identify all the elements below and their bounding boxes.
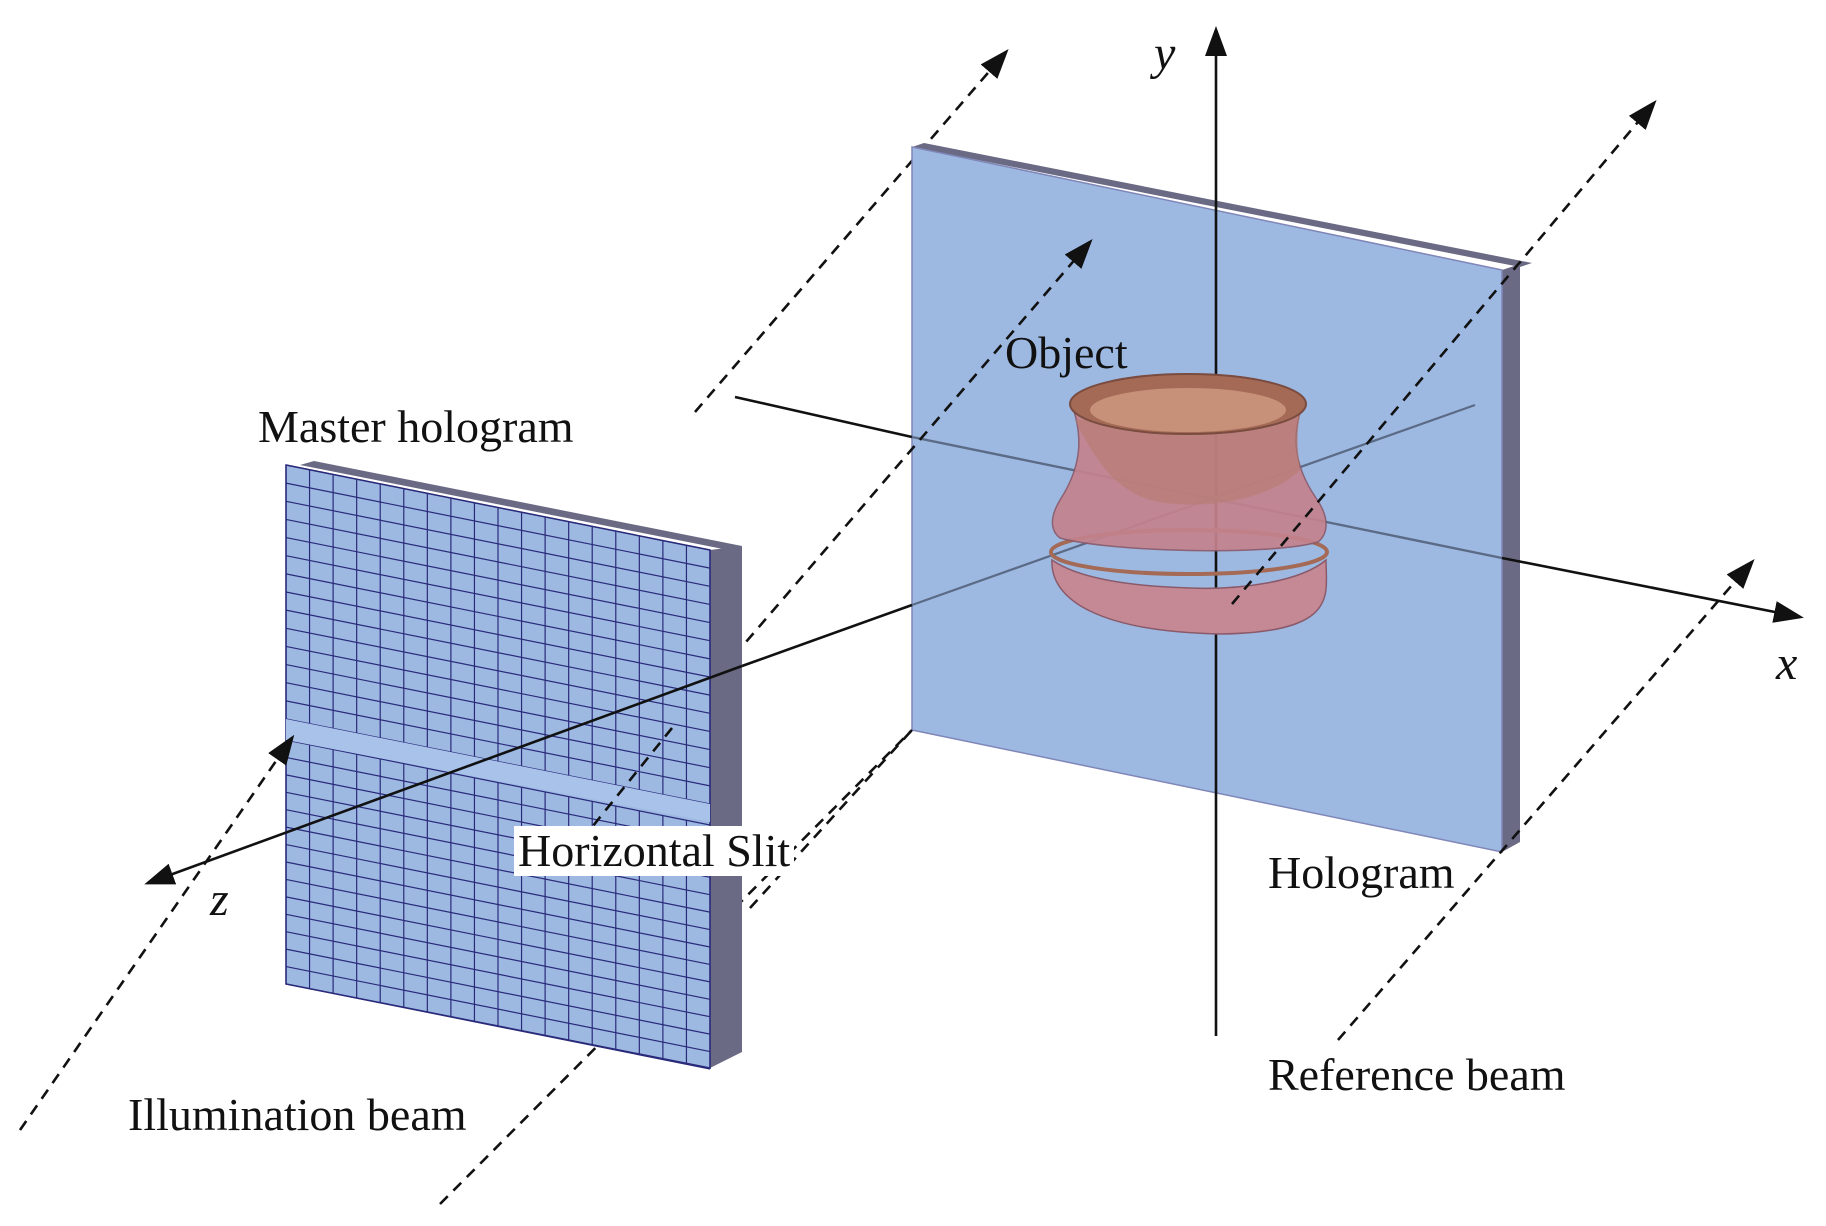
grid-line [285,913,711,1000]
grid-line [285,500,711,587]
grid-line [285,555,711,642]
grid-line [285,896,711,983]
grid-line [285,878,711,966]
object-label: Object [1005,327,1128,378]
grid-line [285,518,711,606]
grid-line [285,464,711,551]
reference-beam-line-right [1231,99,1657,605]
horizontal-slit [286,719,710,822]
beam-through-slit [578,727,674,843]
grid-line [285,645,711,733]
grid-line [285,965,711,1053]
grid-line [285,627,711,714]
grid-line [285,983,711,1070]
grid-line [285,609,711,696]
grid-line [285,826,711,913]
y-axis-label: y [1154,27,1176,80]
grid-line [285,482,711,569]
illumination-beam-front [18,734,295,1131]
x-axis [1501,556,1804,623]
z-axis-label: z [210,873,229,926]
vase-rim-inner [1090,388,1286,432]
grid-line [285,536,711,624]
grid-line [285,843,711,931]
object-vase [1049,373,1329,635]
grid-line [285,739,711,826]
z-axis-mid [741,603,913,668]
grid-line [285,573,711,660]
master-hologram-label: Master hologram [258,401,574,452]
master-hologram [285,461,742,1070]
grid-line [285,809,711,896]
x-axis-back [734,395,913,439]
x-axis-label: x [1776,637,1798,690]
hologram-right-edge [1502,264,1520,852]
grid-line [285,591,711,678]
reference-beam-line-upper [694,48,1009,413]
grid-line [285,931,711,1018]
horizontal-slit-label: Horizontal Slit [514,826,795,876]
illumination-beam-through-object [671,238,1093,729]
illumination-beam-label: Illumination beam [128,1089,467,1140]
hologram-top-edge [912,143,1532,267]
grid-line [285,948,711,1035]
grid-line [285,663,711,751]
illumination-beam-lower [439,729,913,1205]
master-grid-upper [285,464,711,805]
master-top-edge [300,461,742,550]
hologram-label: Hologram [1268,847,1455,898]
grid-line [285,700,711,787]
grid-line [285,682,711,769]
vase-lower-ring [1051,558,1328,635]
grid-line [285,861,711,948]
reference-beam-line-mid [749,729,913,909]
reference-beam-line-bottom [1337,558,1755,1041]
master-right-edge [710,546,742,1068]
reference-beam-label: Reference beam [1268,1049,1566,1100]
z-axis [144,664,743,885]
